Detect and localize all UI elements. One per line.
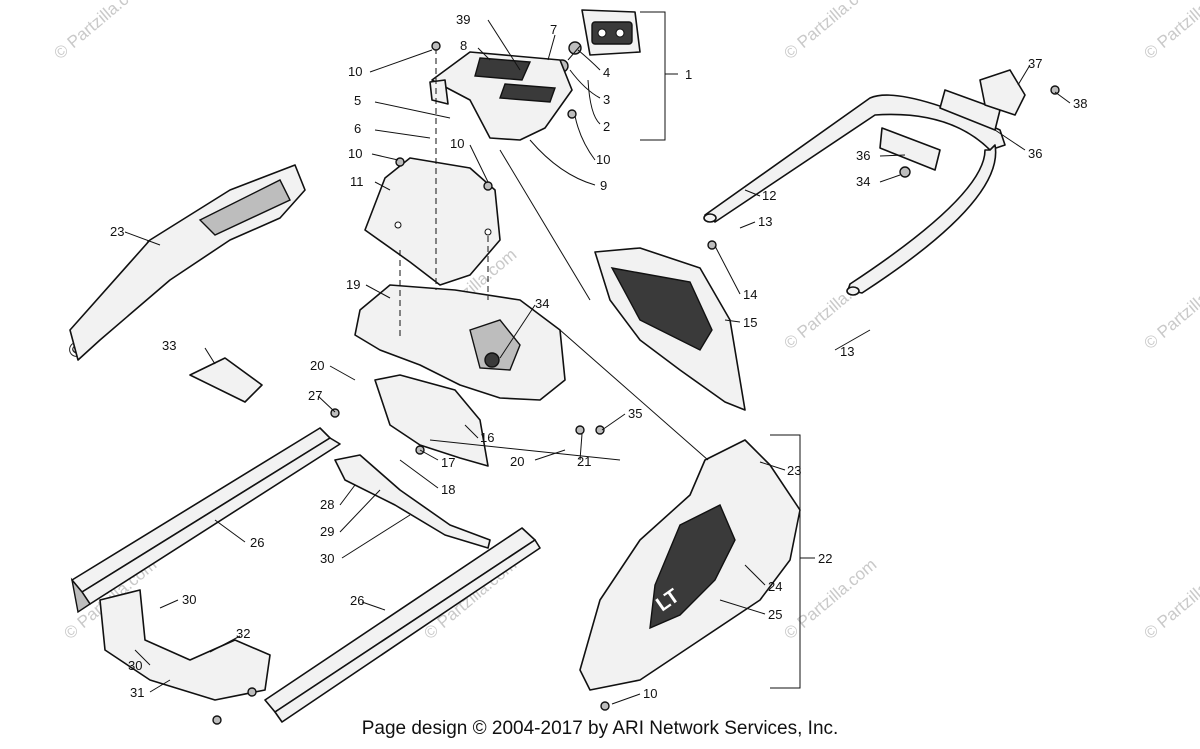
callout-26b: 26 [350, 593, 364, 608]
callout-15: 15 [743, 315, 757, 330]
taillight [581, 9, 641, 56]
callout-18: 18 [441, 482, 455, 497]
watermark: © Partzilla.com [780, 0, 880, 63]
callout-22: 22 [818, 551, 832, 566]
callout-19: 19 [346, 277, 360, 292]
callout-7: 7 [550, 22, 557, 37]
callout-34a: 34 [535, 296, 549, 311]
callout-2: 2 [603, 119, 610, 134]
callout-10b: 10 [348, 146, 362, 161]
grab-bar-brackets [879, 69, 1026, 178]
callout-32: 32 [236, 626, 250, 641]
callout-29: 29 [320, 524, 334, 539]
callout-38: 38 [1073, 96, 1087, 111]
callout-30c: 30 [128, 658, 142, 673]
watermark: © Partzilla.com [780, 555, 880, 643]
leader-lines [124, 19, 1071, 705]
callout-1: 1 [685, 67, 692, 82]
callout-35: 35 [628, 406, 642, 421]
callout-25: 25 [768, 607, 782, 622]
callout-13a: 13 [758, 214, 772, 229]
heat-shield [189, 357, 263, 403]
callout-11: 11 [350, 174, 364, 189]
callout-34b: 34 [856, 174, 870, 189]
callout-23a: 23 [110, 224, 124, 239]
tunnel-rails [70, 427, 541, 723]
callout-8: 8 [460, 38, 467, 53]
callout-9: 9 [600, 178, 607, 193]
grab-bar [703, 94, 1006, 296]
callout-33: 33 [162, 338, 176, 353]
callout-28: 28 [320, 497, 334, 512]
bracket-22 [770, 434, 801, 689]
callout-20a: 20 [310, 358, 324, 373]
callout-30b: 30 [182, 592, 196, 607]
callout-36b: 36 [1028, 146, 1042, 161]
copyright-footer: Page design © 2004-2017 by ARI Network S… [361, 718, 839, 739]
taillight-housing [429, 51, 573, 141]
callout-4: 4 [603, 65, 610, 80]
callout-5: 5 [354, 93, 361, 108]
callout-37: 37 [1028, 56, 1042, 71]
callout-20b: 20 [510, 454, 524, 469]
alignment-lines [399, 48, 709, 461]
callout-23b: 23 [787, 463, 801, 478]
callout-10c: 10 [450, 136, 464, 151]
callout-27: 27 [308, 388, 322, 403]
callout-12: 12 [762, 188, 776, 203]
callout-13b: 13 [840, 344, 854, 359]
callout-31: 31 [130, 685, 144, 700]
callout-6: 6 [354, 121, 361, 136]
callout-17: 17 [441, 455, 455, 470]
fasteners [212, 41, 1060, 725]
lower-side-panel: LT [579, 439, 801, 691]
watermark: © Partzilla.com [1140, 0, 1200, 63]
callout-3: 3 [603, 92, 610, 107]
callout-30a: 30 [320, 551, 334, 566]
callout-16: 16 [480, 430, 494, 445]
rear-fender [354, 284, 566, 401]
callout-39: 39 [456, 12, 470, 27]
callout-14: 14 [743, 287, 757, 302]
left-side-panel [69, 164, 306, 361]
bracket-1 [640, 11, 666, 141]
watermark: © Partzilla.com [50, 0, 150, 63]
callout-36a: 36 [856, 148, 870, 163]
watermark: © Partzilla.com [1140, 555, 1200, 643]
rear-bracket [99, 589, 271, 701]
side-panel [594, 247, 746, 411]
callout-labels: 1 2 3 4 5 6 7 8 9 10 10 10 10 10 11 12 1… [110, 12, 1087, 701]
watermark: © Partzilla.com [1140, 265, 1200, 353]
callout-21: 21 [577, 454, 591, 469]
callout-10a: 10 [348, 64, 362, 79]
callout-24: 24 [768, 579, 782, 594]
panel-11 [364, 157, 501, 286]
callout-26a: 26 [250, 535, 264, 550]
callout-10d: 10 [596, 152, 610, 167]
callout-10e: 10 [643, 686, 657, 701]
cross-brace [334, 454, 491, 549]
